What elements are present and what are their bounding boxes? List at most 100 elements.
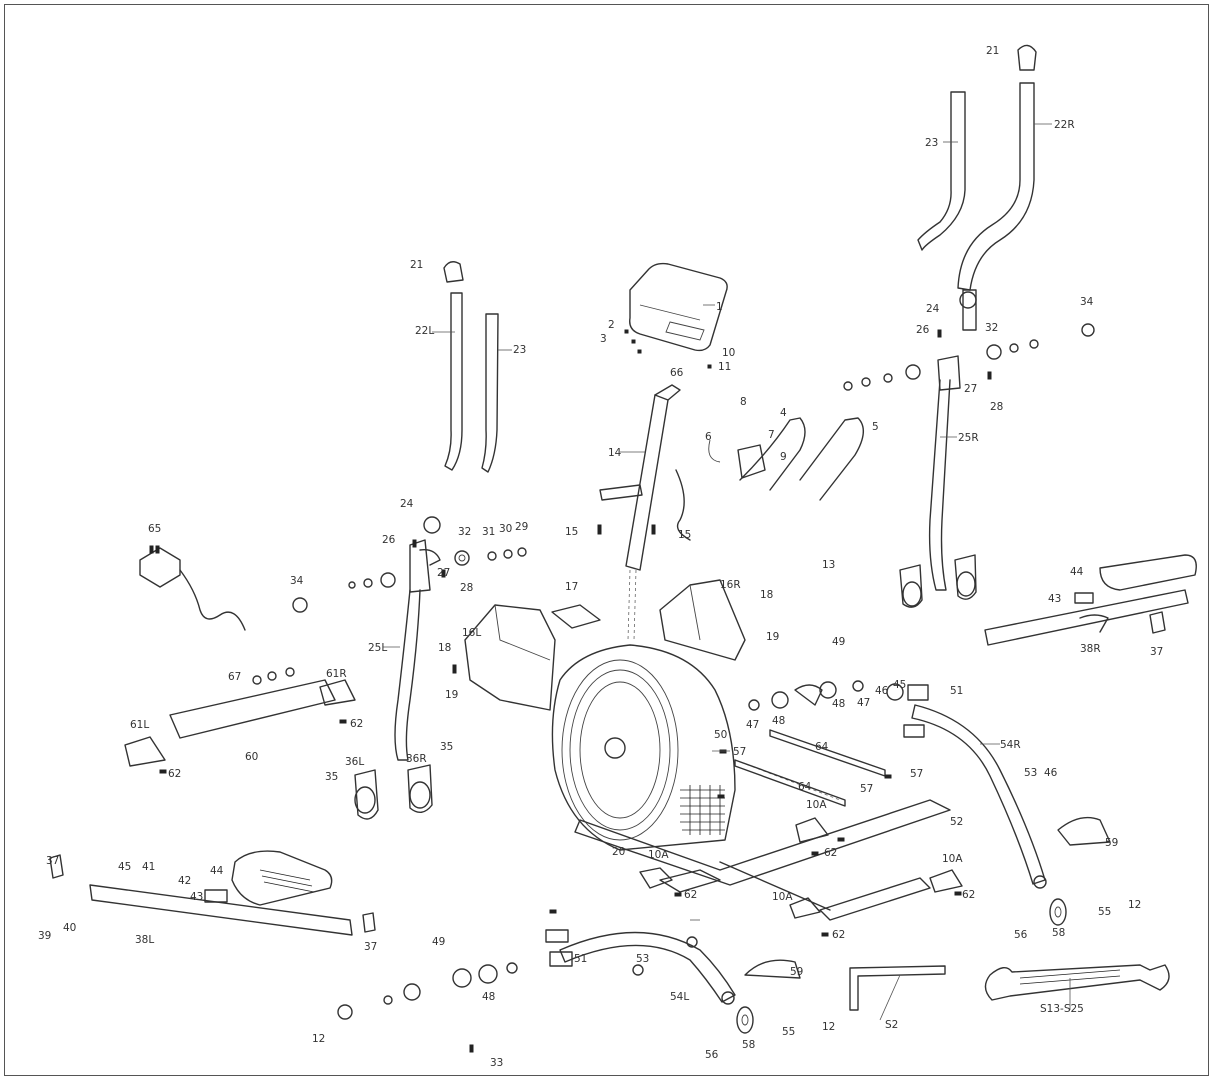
label-53-b: 53: [636, 953, 649, 965]
axle-hardware-lower: [337, 929, 698, 1020]
label-59-b: 59: [1105, 837, 1118, 849]
label-52: 52: [950, 816, 963, 828]
label-57-a: 57: [733, 746, 746, 758]
label-2: 2: [608, 319, 615, 331]
static-handlebar-part: [708, 417, 864, 501]
label-9: 9: [780, 451, 787, 463]
rail-end-caps: [639, 817, 963, 919]
label-37-c: 37: [1150, 646, 1163, 658]
label-23-right: 23: [925, 137, 938, 149]
label-42: 42: [178, 875, 191, 887]
label-15-left: 15: [565, 526, 578, 538]
front-stabiliser: [124, 667, 356, 767]
label-48-b: 48: [832, 698, 845, 710]
label-25R: 25R: [958, 432, 979, 444]
label-39: 39: [38, 930, 51, 942]
pedal-link-right: [899, 554, 977, 608]
label-60: 60: [245, 751, 258, 763]
label-22R: 22R: [1054, 119, 1075, 131]
label-15-right: 15: [678, 529, 691, 541]
label-40: 40: [63, 922, 76, 934]
wheel-right: [1049, 898, 1067, 926]
label-8: 8: [740, 396, 747, 408]
label-32-right: 32: [985, 322, 998, 334]
console-part: [629, 262, 728, 352]
label-35-left: 35: [325, 771, 338, 783]
label-12-c: 12: [1128, 899, 1141, 911]
label-27-right: 27: [964, 383, 977, 395]
label-34-right: 34: [1080, 296, 1094, 308]
label-64-b: 64: [798, 781, 812, 793]
label-12-a: 12: [822, 1021, 835, 1033]
label-11: 11: [718, 361, 731, 373]
label-1: 1: [716, 301, 723, 313]
label-43-a: 43: [190, 891, 203, 903]
label-30: 30: [499, 523, 512, 535]
label-S2: S2: [885, 1019, 898, 1031]
label-49-a: 49: [832, 636, 845, 648]
label-28-left: 28: [460, 582, 473, 594]
pedal-rail-right: [984, 589, 1189, 646]
label-37-a: 37: [46, 855, 59, 867]
mast-part: [599, 384, 691, 641]
label-4: 4: [780, 407, 787, 419]
label-10A-d: 10A: [942, 853, 963, 865]
label-62-d: 62: [684, 889, 697, 901]
label-57-c: 57: [860, 783, 873, 795]
label-21-right: 21: [986, 45, 999, 57]
label-58-a: 58: [742, 1039, 755, 1051]
label-54R: 54R: [1000, 739, 1021, 751]
label-57-b: 57: [910, 768, 923, 780]
wheel-cover-right: [1057, 816, 1111, 846]
label-49-b: 49: [432, 936, 445, 948]
label-35-right: 35: [440, 741, 453, 753]
wrench-tool: [984, 964, 1170, 1001]
left-pivot-hardware: [292, 516, 527, 613]
label-5: 5: [872, 421, 879, 433]
label-17: 17: [565, 581, 578, 593]
label-10A-c: 10A: [772, 891, 793, 903]
label-34-left: 34: [290, 575, 304, 587]
label-7: 7: [768, 429, 775, 441]
part-labels: 1 2 3 10 11 66 14 8 6 4 5 7 9 13 21 22L …: [38, 45, 1163, 1069]
label-62-b: 62: [350, 718, 363, 730]
label-22L: 22L: [415, 325, 434, 337]
label-56-a: 56: [705, 1049, 719, 1061]
label-32-left: 32: [458, 526, 471, 538]
right-pivot-hardware: [843, 291, 1095, 391]
label-45-b: 45: [893, 679, 906, 691]
label-41: 41: [142, 861, 155, 873]
label-44-a: 44: [210, 865, 224, 877]
label-S13-S25: S13-S25: [1040, 1003, 1084, 1015]
label-23-left: 23: [513, 344, 526, 356]
label-47-a: 47: [746, 719, 759, 731]
label-21-left: 21: [410, 259, 423, 271]
label-36L: 36L: [345, 756, 364, 768]
pedal-link-left: [354, 764, 433, 820]
label-44-b: 44: [1070, 566, 1084, 578]
label-10: 10: [722, 347, 735, 359]
crank-arm-right: [911, 704, 1047, 889]
label-24-right: 24: [926, 303, 940, 315]
label-37-b: 37: [364, 941, 377, 953]
label-62-e: 62: [832, 929, 845, 941]
label-58-b: 58: [1052, 927, 1065, 939]
label-51-b: 51: [574, 953, 587, 965]
label-55-b: 55: [1098, 906, 1111, 918]
leader-lines: [383, 123, 1071, 1021]
axle-hardware-upper: [748, 680, 929, 738]
label-38R: 38R: [1080, 643, 1101, 655]
drawing-border: [4, 4, 1209, 1076]
label-47-b: 47: [857, 697, 870, 709]
label-54L: 54L: [670, 991, 689, 1003]
label-46-a: 46: [875, 685, 889, 697]
pedal-plate-right: [1074, 554, 1197, 604]
wheel-lower: [736, 1006, 754, 1034]
crank-arm-left: [559, 931, 736, 1005]
label-33: 33: [490, 1057, 503, 1069]
label-65: 65: [148, 523, 161, 535]
label-67: 67: [228, 671, 241, 683]
label-13: 13: [822, 559, 835, 571]
label-45-a: 45: [118, 861, 131, 873]
pedal-plate-left: [204, 850, 333, 906]
